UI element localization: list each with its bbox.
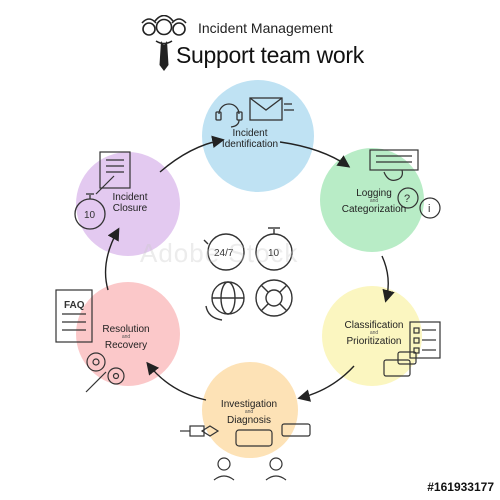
arrow-closure-to-identification	[159, 135, 225, 173]
stage-circle-classification	[322, 286, 422, 386]
stage-label-connector: and	[369, 198, 379, 204]
discussion-icon	[235, 423, 311, 447]
stage-label-connector: and	[244, 409, 254, 415]
stage-label-line1: Classification	[344, 320, 404, 331]
keyboard-icon	[369, 149, 419, 181]
stage-label-line2: Diagnosis	[227, 415, 271, 426]
clock-247-icon	[203, 233, 245, 271]
stage-label-line2: Closure	[112, 203, 148, 214]
arrow-classification-to-investigation	[297, 365, 355, 402]
stage-label-connector: and	[121, 334, 131, 340]
svg-text:i: i	[428, 203, 430, 215]
stage-label-connector: and	[369, 330, 379, 336]
title-block: Incident Management Support team work	[138, 10, 378, 71]
stage-circle-closure	[76, 152, 180, 256]
faq-label: FAQ	[64, 300, 85, 311]
stage-label-resolution: Resolution and Recovery	[102, 324, 149, 351]
document-icon	[95, 151, 131, 195]
stage-circle-investigation	[202, 362, 298, 458]
stage-label-line2: Categorization	[341, 204, 407, 215]
clock-247-label: 24/7	[214, 248, 234, 259]
question-bubble-icon: ?	[397, 187, 419, 209]
team-icon	[213, 457, 287, 481]
header-subtitle: Incident Management	[198, 20, 333, 36]
arrow-resolution-to-closure	[104, 227, 120, 291]
stage-label-line2: Identification	[221, 139, 279, 150]
svg-text:?: ?	[404, 193, 410, 205]
stage-circle-logging	[320, 148, 424, 252]
lifebuoy-icon	[255, 279, 293, 317]
stage-label-line1: Incident	[112, 192, 148, 203]
stock-id: #161933177	[427, 480, 494, 494]
stage-label-investigation: Investigation and Diagnosis	[221, 399, 277, 426]
arrow-investigation-to-resolution	[146, 361, 207, 401]
stage-label-line2: Recovery	[104, 340, 148, 351]
envelope-icon	[249, 97, 294, 121]
stage-label-logging: Logging and Categorization	[342, 188, 406, 215]
center-stopwatch-icon	[255, 227, 293, 271]
header-title: Support team work	[176, 42, 364, 68]
stage-label-line1: Resolution	[102, 324, 150, 335]
globe-phone-icon	[205, 281, 245, 321]
info-bubble-icon: i	[419, 197, 441, 219]
support-team-icon	[141, 15, 187, 71]
stage-label-line2: Prioritization	[346, 336, 402, 347]
closure-timer-value: 10	[84, 210, 96, 221]
stage-label-line1: Incident	[232, 128, 268, 139]
chat-icon	[383, 351, 417, 377]
gears-icon	[85, 352, 125, 393]
arrow-logging-to-classification	[381, 255, 395, 303]
headset-icon	[215, 103, 243, 128]
faq-board-icon	[55, 289, 93, 343]
stage-label-line1: Investigation	[220, 399, 278, 410]
stage-label-closure: Incident Closure	[112, 192, 147, 214]
stopwatch-icon	[74, 193, 106, 230]
stage-circle-resolution	[76, 282, 180, 386]
stage-label-line1: Logging	[356, 188, 392, 199]
stage-label-identification: Incident Identification	[222, 128, 278, 150]
flowchart-icon	[180, 425, 220, 437]
stage-circle-identification	[202, 80, 314, 192]
center-timer-value: 10	[268, 248, 280, 259]
watermark: Adobe Stock	[140, 238, 299, 268]
checklist-icon	[409, 321, 441, 359]
arrow-identification-to-logging	[279, 141, 351, 168]
stage-label-classification: Classification and Prioritization	[345, 320, 404, 347]
